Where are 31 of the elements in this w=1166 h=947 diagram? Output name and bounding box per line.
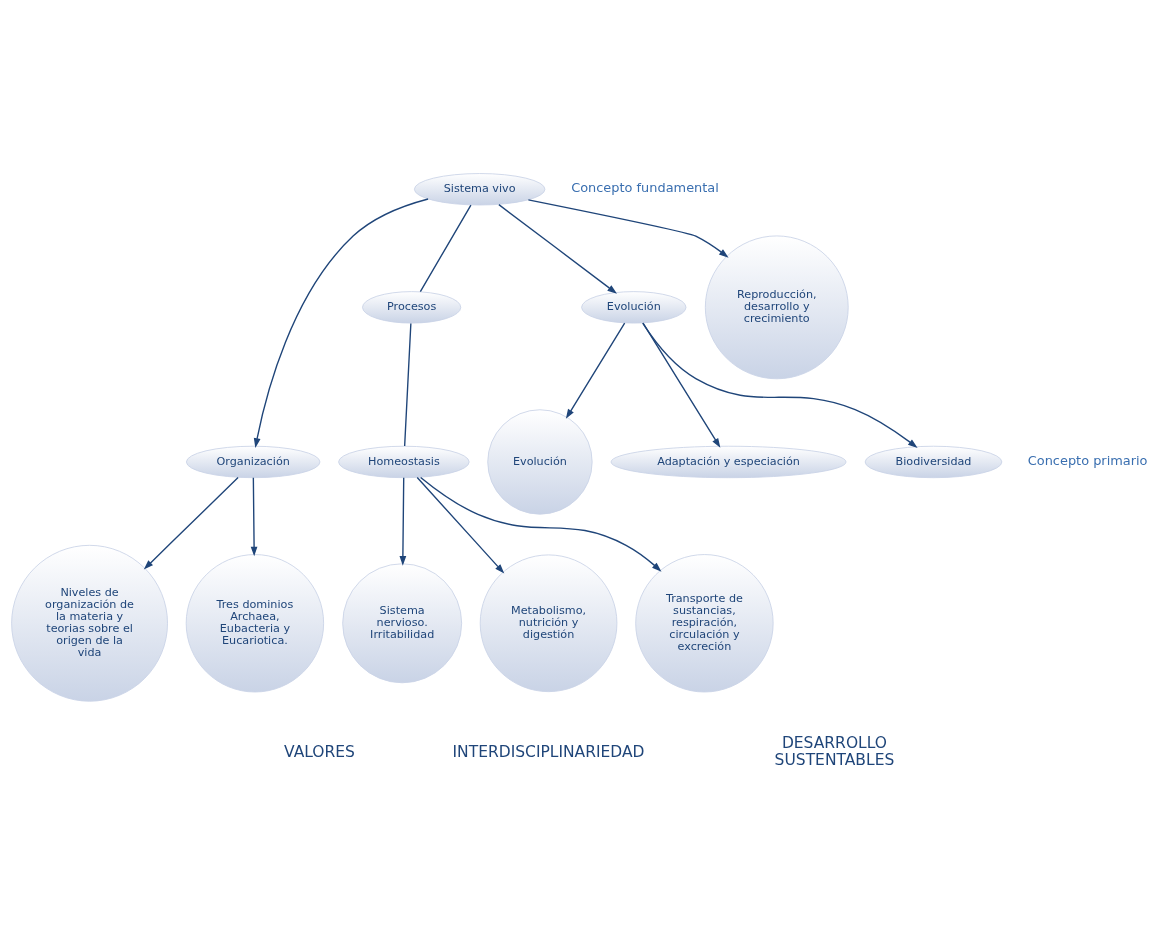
arrow <box>565 322 626 419</box>
node-ellipse: Procesos <box>362 291 462 324</box>
label: INTERDISCIPLINARIEDAD <box>452 742 645 761</box>
node-ellipse: Evolución <box>581 291 687 324</box>
arrow <box>250 477 258 557</box>
node-ellipse: Biodiversidad <box>864 445 1003 479</box>
label: VALORES <box>284 742 355 761</box>
node-circle: Transporte de sustancias, respiración, circulación y excreción <box>635 554 774 693</box>
arrow <box>416 476 505 574</box>
connector <box>419 204 472 293</box>
arrow <box>399 477 407 566</box>
label: Concepto primario <box>1027 452 1148 468</box>
arrow <box>143 476 239 570</box>
node-circle: Tres dominios Archaea, Eubacteria y Eucariotica. <box>185 554 325 693</box>
node-circle: Metabolismo, nutrición y digestión <box>479 554 618 693</box>
arrow <box>498 203 617 294</box>
arrow <box>419 476 662 572</box>
node-circle: Reproducción, desarrollo y crecimiento <box>704 235 849 380</box>
node-circle: Sistema nervioso. Irritabilidad <box>342 563 463 684</box>
node-ellipse: Sistema vivo <box>413 173 546 206</box>
arrow <box>642 322 918 448</box>
arrow <box>253 198 429 448</box>
arrow <box>642 322 721 448</box>
arrow <box>527 199 729 258</box>
node-ellipse: Organización <box>185 445 321 479</box>
label: Concepto fundamental <box>571 180 719 196</box>
connector <box>403 322 412 447</box>
node-circle: Niveles de organización de la materia y teorias sobre el origen de la vida <box>11 544 168 702</box>
node-ellipse: Homeostasis <box>338 445 470 479</box>
label: DESARROLLO SUSTENTABLES <box>774 734 895 770</box>
node-ellipse: Adaptación y especiación <box>610 445 847 479</box>
